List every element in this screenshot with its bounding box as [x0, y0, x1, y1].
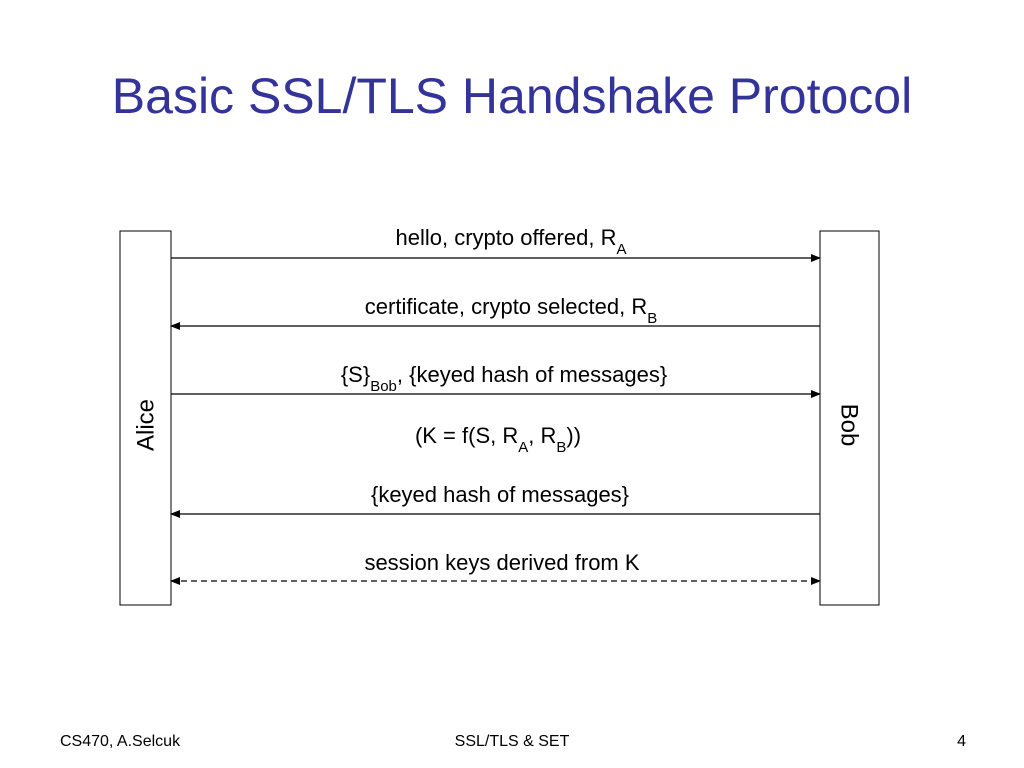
- bob-label: Bob: [836, 404, 863, 447]
- footer-page-number: 4: [957, 733, 966, 750]
- message-4-label: {keyed hash of messages}: [371, 482, 629, 507]
- message-5-label: session keys derived from K: [364, 550, 639, 575]
- alice-box: [119, 230, 172, 606]
- message-2-label: certificate, crypto selected, RB: [365, 294, 657, 327]
- key-derivation-note: (K = f(S, RA, RB)): [415, 423, 581, 456]
- alice-label: Alice: [133, 399, 160, 451]
- bob-box: [819, 230, 880, 606]
- message-1-label: hello, crypto offered, RA: [396, 225, 627, 258]
- footer-topic: SSL/TLS & SET: [454, 733, 570, 750]
- message-3-label: {S}Bob, {keyed hash of messages}: [341, 362, 667, 395]
- footer-course: CS470, A.Selcuk: [60, 733, 181, 750]
- slide-title: Basic SSL/TLS Handshake Protocol: [111, 68, 913, 124]
